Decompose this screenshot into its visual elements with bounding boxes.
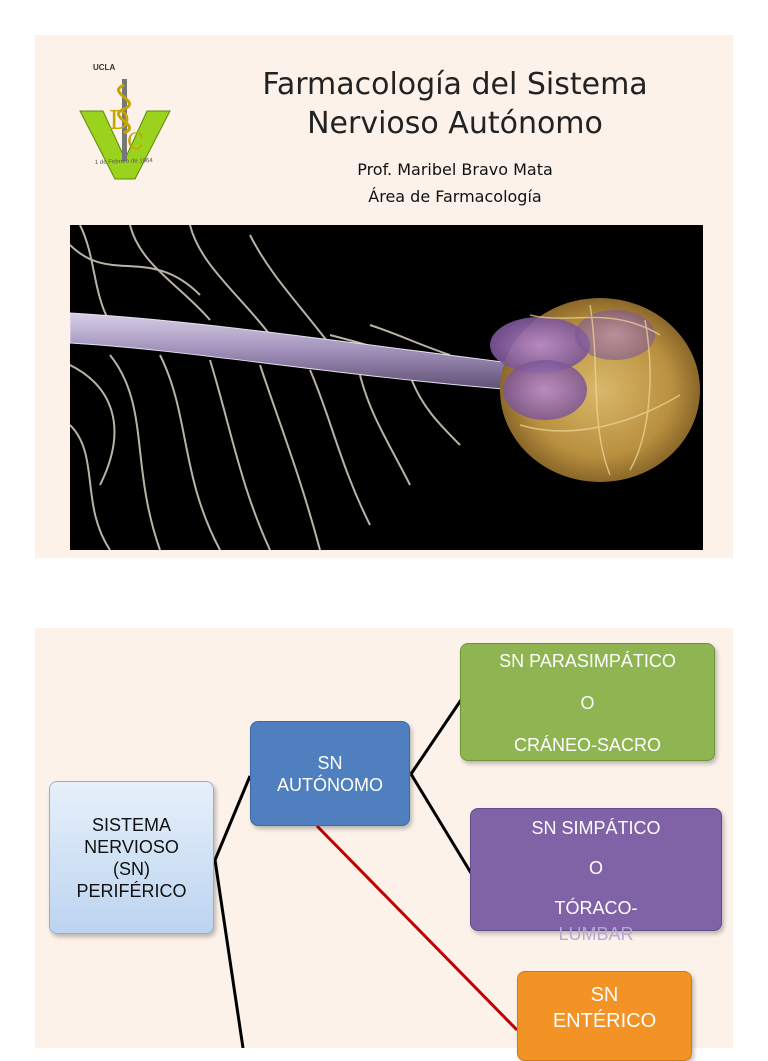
caduceus-v-icon: D C bbox=[79, 79, 171, 180]
title-line-1: Farmacología del Sistema bbox=[262, 67, 648, 102]
periferico-line-1: SISTEMA bbox=[91, 814, 171, 835]
author-name: Prof. Maribel Bravo Mata bbox=[357, 160, 553, 179]
autonomo-line-2: AUTÓNOMO bbox=[277, 774, 383, 795]
autonomo-line-1: SN bbox=[317, 752, 343, 773]
simpatico-line-4: LUMBAR bbox=[558, 924, 634, 944]
simpatico-line-3: TÓRACO- bbox=[554, 898, 638, 918]
connector-autonomo-simpatico bbox=[409, 773, 473, 874]
connector-autonomo-parasimpatico bbox=[409, 699, 463, 775]
simpatico-line-2: O bbox=[588, 858, 603, 878]
connector-periferico-autonomo bbox=[213, 775, 252, 861]
sn-parasimpatico-box: SN PARASIMPÁTICO O CRÁNEO-SACRO bbox=[460, 643, 715, 761]
enterico-line-2: ENTÉRICO bbox=[552, 1010, 657, 1032]
connector-periferico-lower bbox=[213, 859, 245, 1048]
ucla-dcv-logo: UCLA D C 1 de Febrero de 1964 bbox=[75, 63, 185, 181]
diagram-slide: SISTEMA NERVIOSO (SN) PERIFÉRICO SN AUTÓ… bbox=[35, 628, 733, 1061]
sn-autonomo-box: SN AUTÓNOMO bbox=[250, 721, 410, 826]
department-name: Área de Farmacología bbox=[368, 187, 542, 206]
periferico-line-4: PERIFÉRICO bbox=[76, 880, 187, 901]
connector-lines bbox=[213, 699, 519, 1048]
sistema-nervioso-periferico-box: SISTEMA NERVIOSO (SN) PERIFÉRICO bbox=[49, 781, 214, 934]
enterico-line-1: SN bbox=[590, 984, 619, 1006]
sn-enterico-box: SN ENTÉRICO bbox=[517, 971, 692, 1061]
connector-autonomo-enterico bbox=[315, 824, 519, 1032]
parasimpatico-line-3: CRÁNEO-SACRO bbox=[513, 735, 661, 755]
parasimpatico-line-2: O bbox=[580, 693, 595, 713]
svg-text:D: D bbox=[109, 106, 130, 136]
simpatico-line-1: SN SIMPÁTICO bbox=[531, 818, 661, 838]
title-slide: UCLA D C 1 de Febrero de 1964 Farmacolog… bbox=[35, 35, 733, 558]
nervous-system-image bbox=[70, 225, 703, 550]
periferico-line-3: (SN) bbox=[113, 858, 150, 879]
presentation-title: Farmacología del Sistema Nervioso Autóno… bbox=[220, 65, 690, 143]
brain-spinal-cord-illustration bbox=[70, 225, 700, 550]
svg-text:C: C bbox=[127, 130, 144, 155]
periferico-line-2: NERVIOSO bbox=[84, 836, 179, 857]
logo-institution: UCLA bbox=[93, 63, 116, 72]
parasimpatico-line-1: SN PARASIMPÁTICO bbox=[499, 651, 676, 671]
sn-simpatico-box: SN SIMPÁTICO O TÓRACO- LUMBAR bbox=[470, 808, 722, 944]
title-line-2: Nervioso Autónomo bbox=[307, 106, 603, 141]
